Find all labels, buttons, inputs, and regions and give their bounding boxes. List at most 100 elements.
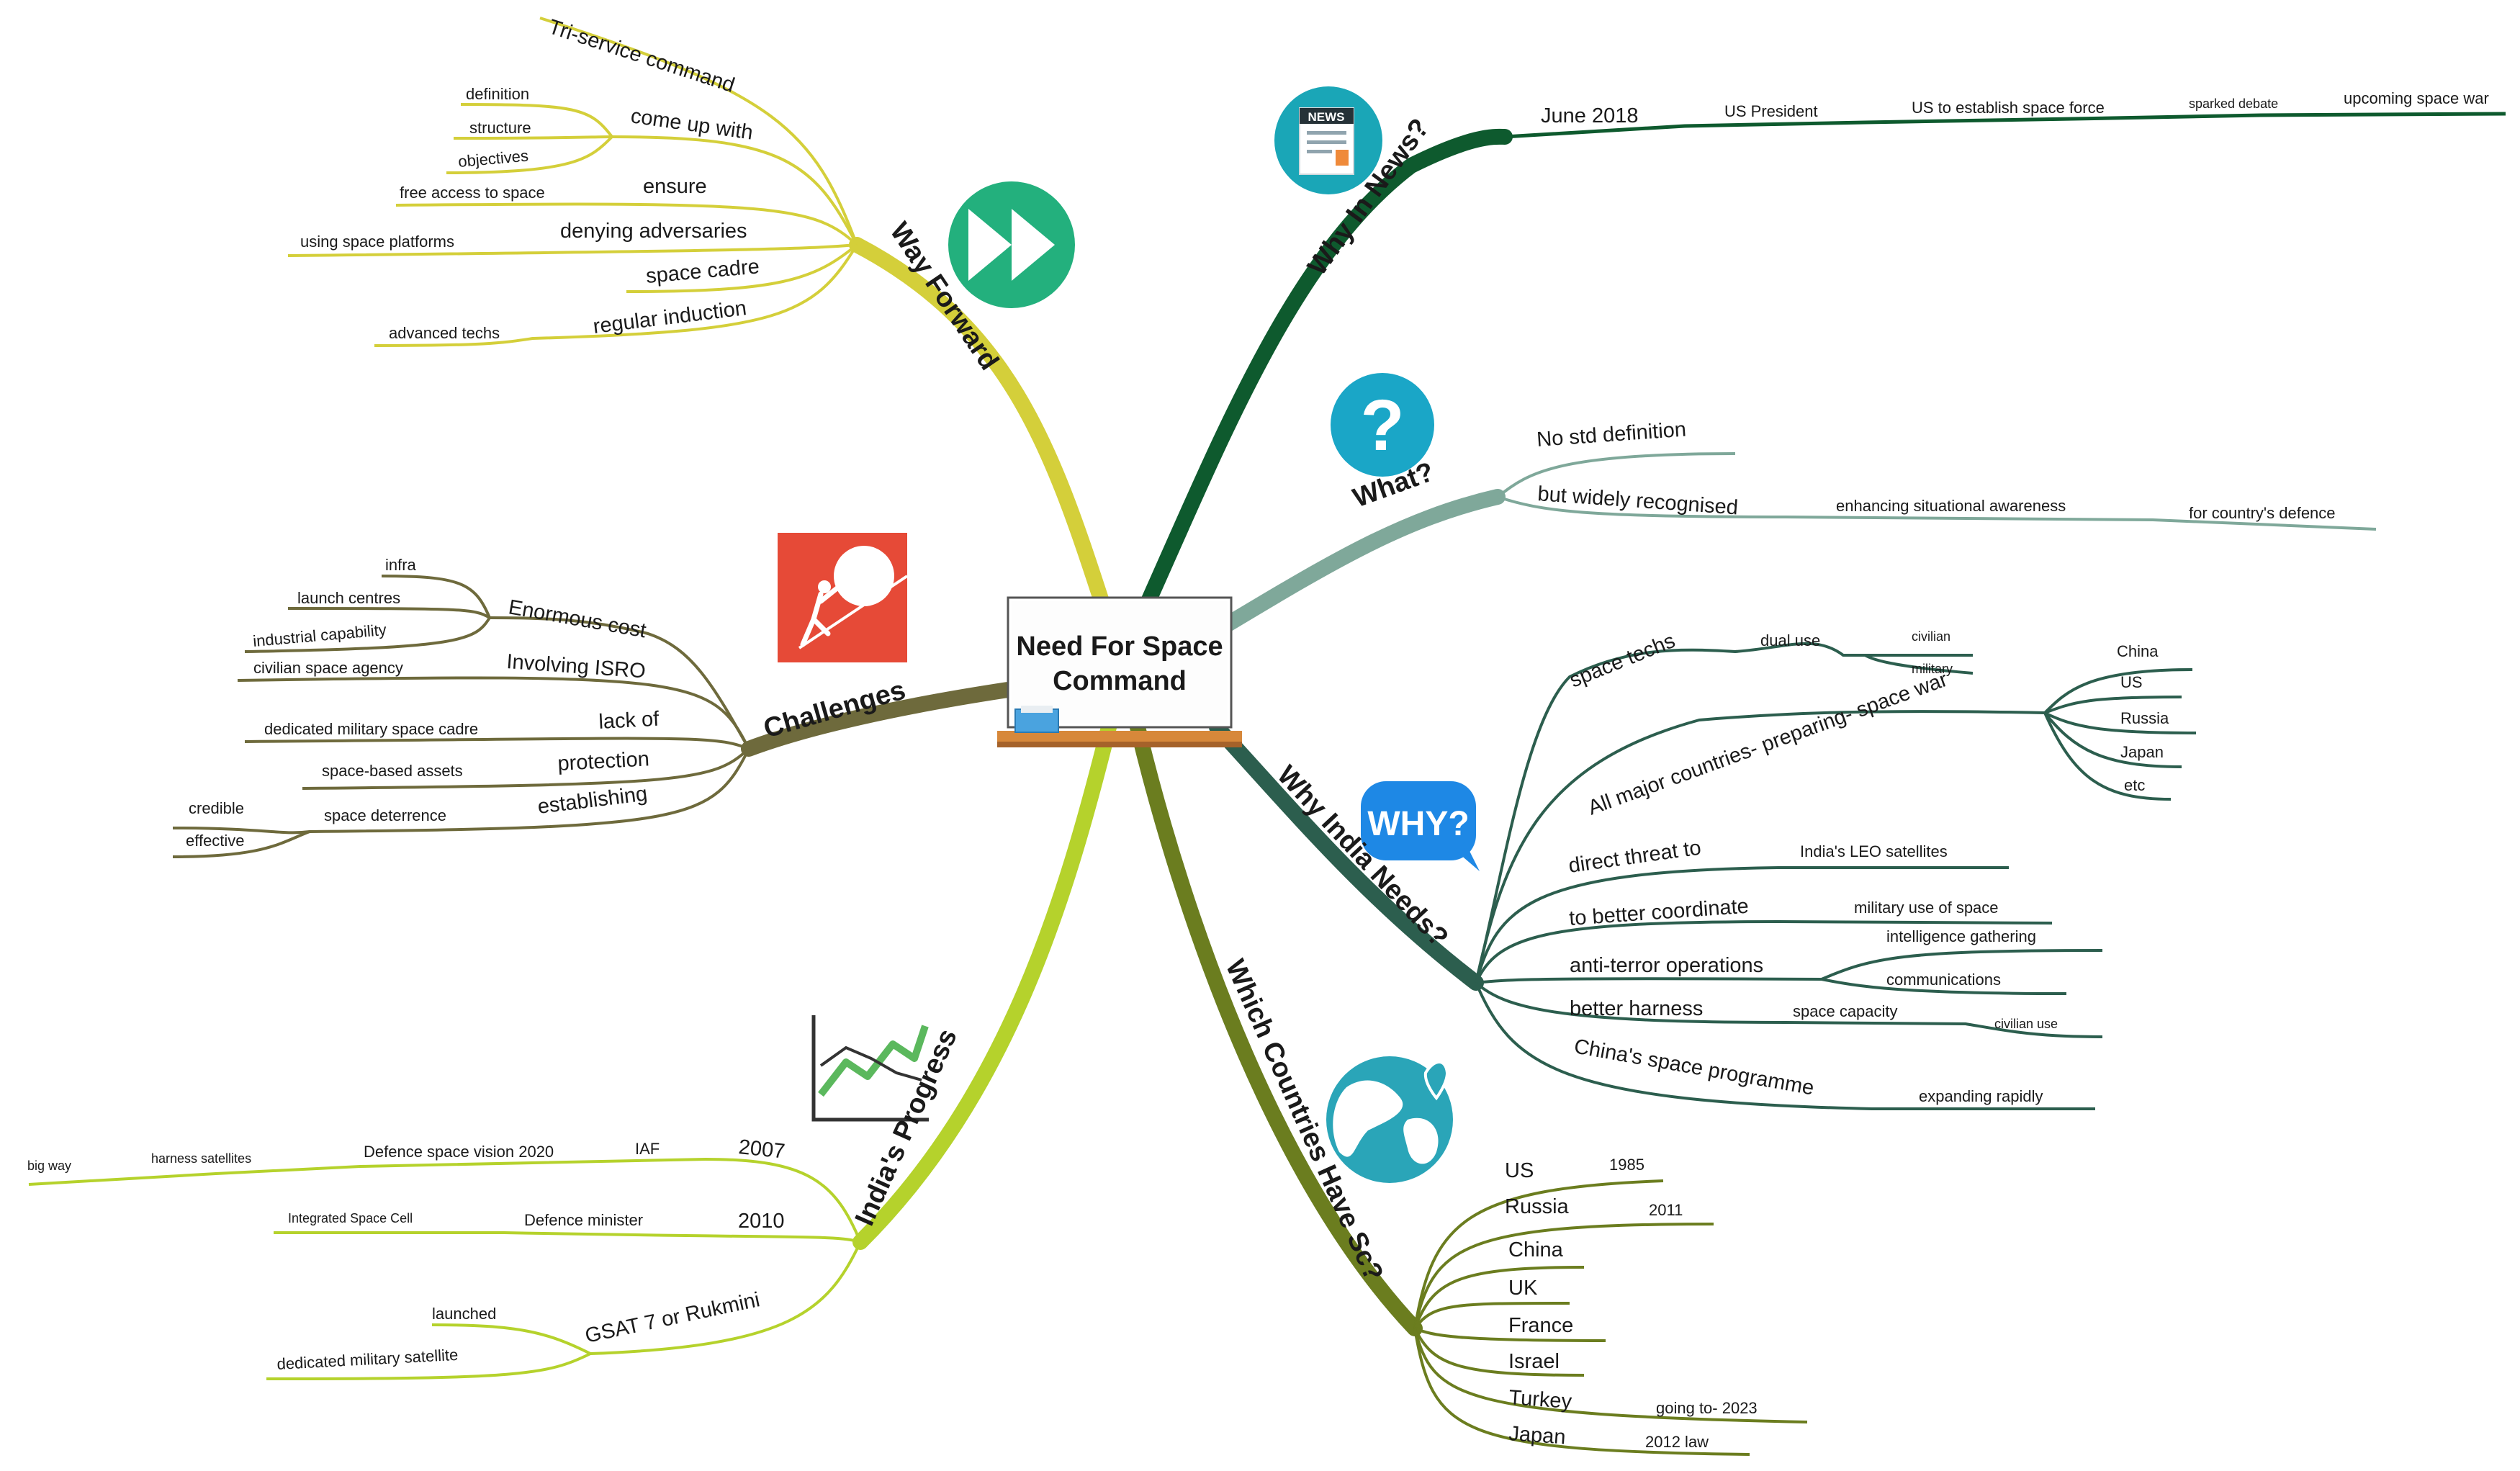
boulder-push-icon	[778, 533, 909, 662]
node-2007[interactable]: 2007	[737, 1135, 786, 1164]
node-sc-japan[interactable]: Japan	[1508, 1422, 1567, 1449]
node-sc-france[interactable]: France	[1508, 1314, 1573, 1337]
connector	[1864, 654, 1974, 675]
connector	[395, 202, 858, 246]
connector	[1475, 949, 2103, 984]
node-effective[interactable]: effective	[186, 832, 245, 850]
node-civilian[interactable]: civilian	[1912, 629, 1950, 644]
node-objectives[interactable]: objectives	[457, 147, 529, 171]
branch-way-forward-trunk	[849, 237, 1110, 609]
node-better-harness[interactable]: better harness	[1570, 997, 1703, 1020]
node-ensure[interactable]: ensure	[643, 175, 707, 198]
node-us-president[interactable]: US President	[1724, 102, 1818, 120]
connector	[302, 747, 750, 790]
node-for-defence[interactable]: for country's defence	[2189, 504, 2336, 522]
node-june-2018[interactable]: June 2018	[1541, 104, 1638, 127]
node-sc-russia-year[interactable]: 2011	[1649, 1201, 1683, 1219]
node-anti-terror[interactable]: anti-terror operations	[1570, 954, 1763, 977]
connector	[539, 17, 858, 246]
node-ded-cadre[interactable]: dedicated military space cadre	[264, 720, 478, 738]
node-harness-satellites[interactable]: harness satellites	[151, 1151, 251, 1166]
node-space-techs[interactable]: space techs	[1567, 629, 1678, 693]
center-node[interactable]: Need For Space Command	[997, 596, 1242, 747]
node-sc-china[interactable]: China	[1508, 1238, 1564, 1261]
node-free-access[interactable]: free access to space	[400, 184, 545, 202]
node-enormous-cost[interactable]: Enormous cost	[507, 595, 648, 642]
node-iaf[interactable]: IAF	[635, 1140, 660, 1158]
node-civ-agency[interactable]: civilian space agency	[253, 659, 403, 677]
node-dedicated-sat[interactable]: dedicated military satellite	[276, 1346, 459, 1373]
branch-label-challenges[interactable]: Challenges	[760, 675, 909, 744]
node-country-russia[interactable]: Russia	[2120, 709, 2169, 727]
node-leo[interactable]: India's LEO satellites	[1800, 842, 1948, 860]
node-using-platforms[interactable]: using space platforms	[300, 233, 454, 251]
node-expanding[interactable]: expanding rapidly	[1919, 1087, 2043, 1105]
center-title-line2: Command	[1053, 666, 1187, 696]
node-definition[interactable]: definition	[466, 85, 529, 103]
node-tri-service[interactable]: Tri-service command	[546, 15, 737, 97]
node-comms[interactable]: communications	[1886, 971, 2001, 989]
node-sparked-debate[interactable]: sparked debate	[2189, 96, 2278, 111]
node-defence-minister[interactable]: Defence minister	[524, 1211, 643, 1229]
node-china-prog[interactable]: China's space programme	[1572, 1035, 1816, 1099]
news-icon: NEWS	[1274, 86, 1382, 194]
node-isc[interactable]: Integrated Space Cell	[288, 1211, 413, 1225]
node-launch-centres[interactable]: launch centres	[297, 589, 400, 607]
connector	[1414, 1327, 1606, 1342]
node-sc-us[interactable]: US	[1505, 1159, 1534, 1182]
node-all-major[interactable]: All major countries- preparing- space wa…	[1585, 668, 1950, 820]
node-dual-use[interactable]: dual use	[1760, 631, 1820, 649]
node-2010[interactable]: 2010	[738, 1210, 785, 1233]
connector	[1413, 1328, 1585, 1377]
news-icon-text: NEWS	[1308, 110, 1345, 124]
branch-which-countries-trunk	[1130, 719, 1423, 1336]
node-sc-turkey[interactable]: Turkey	[1508, 1386, 1573, 1413]
connector	[1413, 1179, 1664, 1329]
node-establishing[interactable]: establishing	[536, 783, 649, 819]
node-vision-2020[interactable]: Defence space vision 2020	[364, 1143, 554, 1161]
node-space-cadre[interactable]: space cadre	[645, 255, 760, 288]
node-infra[interactable]: infra	[385, 556, 417, 574]
node-civilian-use[interactable]: civilian use	[1994, 1017, 2058, 1031]
node-structure[interactable]: structure	[469, 119, 531, 137]
node-big-way[interactable]: big way	[27, 1159, 71, 1173]
connector	[1413, 1302, 1570, 1330]
node-advanced-techs[interactable]: advanced techs	[389, 324, 500, 342]
connector	[2044, 711, 2197, 734]
node-country-japan[interactable]: Japan	[2120, 743, 2164, 761]
center-title-line1: Need For Space	[1016, 631, 1223, 662]
node-country-etc[interactable]: etc	[2124, 776, 2145, 794]
connector	[1475, 982, 2095, 1110]
why-bubble-icon: WHY?	[1361, 781, 1480, 871]
node-credible[interactable]: credible	[189, 799, 244, 817]
node-protection[interactable]: protection	[557, 747, 650, 775]
node-industrial[interactable]: industrial capability	[252, 621, 387, 650]
node-sc-israel[interactable]: Israel	[1508, 1350, 1560, 1373]
node-intel[interactable]: intelligence gathering	[1886, 927, 2036, 945]
node-lack-of[interactable]: lack of	[598, 708, 660, 734]
node-sc-uk[interactable]: UK	[1508, 1277, 1538, 1300]
node-country-us[interactable]: US	[2120, 673, 2143, 691]
node-military-use[interactable]: military use of space	[1854, 899, 1999, 917]
node-enhancing[interactable]: enhancing situational awareness	[1836, 497, 2066, 515]
node-us-establish[interactable]: US to establish space force	[1912, 99, 2105, 117]
branch-why-india-trunk	[1209, 719, 1484, 991]
node-sc-turkey-note[interactable]: going to- 2023	[1656, 1399, 1758, 1417]
node-space-capacity[interactable]: space capacity	[1793, 1002, 1898, 1020]
connector	[431, 1241, 862, 1356]
node-better-coord[interactable]: to better coordinate	[1568, 895, 1750, 930]
node-no-std-definition[interactable]: No std definition	[1536, 418, 1687, 451]
connector	[1504, 112, 2506, 139]
node-upcoming-war[interactable]: upcoming space war	[2344, 89, 2489, 107]
branch-what-trunk	[1216, 489, 1506, 634]
node-denying[interactable]: denying adversaries	[560, 220, 747, 243]
node-country-china[interactable]: China	[2117, 642, 2159, 660]
connector	[1413, 1223, 1714, 1329]
node-deterrence[interactable]: space deterrence	[324, 806, 446, 824]
node-military[interactable]: military	[1912, 662, 1953, 676]
node-sc-us-year[interactable]: 1985	[1609, 1156, 1644, 1174]
node-space-assets[interactable]: space-based assets	[322, 762, 463, 780]
node-sc-japan-note[interactable]: 2012 law	[1645, 1433, 1709, 1451]
node-launched[interactable]: launched	[432, 1305, 496, 1323]
node-sc-russia[interactable]: Russia	[1505, 1195, 1570, 1218]
